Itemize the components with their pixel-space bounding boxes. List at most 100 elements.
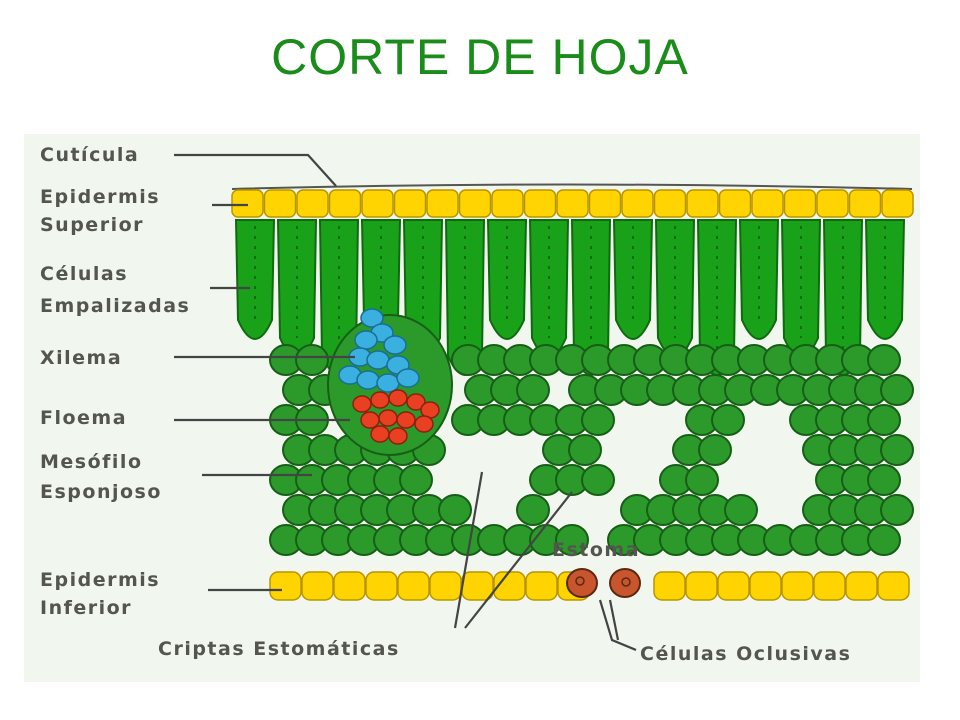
epidermis-cell <box>556 189 589 218</box>
label-epidermis-superior-2: Superior <box>40 214 144 236</box>
epidermis-cell <box>461 571 494 601</box>
page-title: CORTE DE HOJA <box>271 29 689 85</box>
epidermis-cell <box>269 571 302 601</box>
mesophyll-cell <box>711 404 745 436</box>
epidermis-cell <box>783 189 817 218</box>
xylem-cells <box>338 308 420 393</box>
label-epidermis-inferior-2: Inferior <box>40 597 132 619</box>
vascular-bundle <box>327 308 453 456</box>
phloem-cell <box>396 411 416 429</box>
phloem-cell <box>414 415 434 433</box>
epidermis-cell <box>397 571 430 601</box>
epidermis-cell <box>881 189 914 218</box>
mesophyll-cell <box>438 494 472 526</box>
spongy-mesophyll <box>269 344 914 556</box>
epidermis-cell <box>429 571 462 601</box>
upper-epidermis <box>231 189 914 218</box>
palisade-cell <box>612 219 654 340</box>
label-mesofilo-2: Esponjoso <box>40 481 162 503</box>
epidermis-cell <box>458 189 492 218</box>
epidermis-cell <box>328 189 362 218</box>
mesophyll-cell <box>516 494 550 526</box>
xylem-cell <box>354 330 378 350</box>
xylem-cell <box>360 308 384 328</box>
epidermis-cell <box>588 189 622 218</box>
phloem-cell <box>370 425 390 443</box>
cuticle-line <box>231 183 913 190</box>
epidermis-cell <box>621 189 654 218</box>
label-epidermis-superior-1: Epidermis <box>40 186 160 208</box>
epidermis-cell <box>877 571 910 601</box>
epidermis-cell <box>491 189 524 218</box>
mesophyll-cell <box>516 374 550 406</box>
epidermis-cell <box>263 189 297 218</box>
epidermis-cell <box>718 189 752 218</box>
epidermis-cell <box>333 571 366 601</box>
epidermis-cell <box>231 189 264 218</box>
mesophyll-cell <box>685 464 719 496</box>
mesophyll-cell <box>568 434 602 466</box>
mesophyll-cell <box>555 524 589 556</box>
epidermis-cell <box>685 571 718 601</box>
palisade-cell <box>738 219 780 340</box>
mesophyll-cell <box>698 434 732 466</box>
epidermis-cell <box>653 571 686 601</box>
xylem-cell <box>376 373 400 393</box>
epidermis-cell <box>301 571 334 601</box>
mesophyll-cell <box>867 464 901 496</box>
epidermis-cell <box>813 571 846 601</box>
epidermis-cell <box>525 571 558 601</box>
mesophyll-cell <box>581 464 615 496</box>
epidermis-cell <box>848 189 882 218</box>
epidermis-cell <box>686 189 719 218</box>
label-cuticula: Cutícula <box>40 144 139 166</box>
mesophyll-cell <box>880 434 914 466</box>
guard-cells <box>566 568 641 598</box>
phloem-cell <box>388 427 408 445</box>
epidermis-cell <box>816 189 849 218</box>
xylem-cell <box>356 370 380 390</box>
epidermis-cell <box>749 571 782 601</box>
label-celulas-empalizadas-2: Empalizadas <box>40 295 190 317</box>
mesophyll-cell <box>867 344 901 376</box>
palisade-cell <box>864 219 906 340</box>
mesophyll-cell <box>581 404 615 436</box>
label-celulas-empalizadas-1: Células <box>40 263 128 285</box>
epidermis-cell <box>523 189 557 218</box>
epidermis-cell <box>296 189 329 218</box>
palisade-cell <box>486 219 528 340</box>
epidermis-cell <box>361 189 394 218</box>
epidermis-cell <box>845 571 878 601</box>
label-celulas-oclusivas: Células Oclusivas <box>640 643 851 665</box>
phloem-cell <box>406 393 426 411</box>
phloem-cell <box>360 411 380 429</box>
epidermis-cell <box>393 189 427 218</box>
epidermis-cell <box>717 571 750 601</box>
mesophyll-cell <box>399 464 433 496</box>
mesophyll-cell <box>724 494 758 526</box>
xylem-cell <box>383 335 407 355</box>
palisade-cell <box>234 219 276 340</box>
lower-epidermis <box>269 571 910 601</box>
label-mesofilo-1: Mesófilo <box>40 451 143 473</box>
mesophyll-cell <box>867 404 901 436</box>
epidermis-cell <box>781 571 814 601</box>
mesophyll-cell <box>880 494 914 526</box>
mesophyll-cell <box>867 524 901 556</box>
xylem-cell <box>396 368 420 388</box>
phloem-cell <box>378 409 398 427</box>
label-estoma: Estoma <box>552 539 640 561</box>
label-xilema: Xilema <box>40 347 122 369</box>
pointer-lines <box>174 153 637 652</box>
label-epidermis-inferior-1: Epidermis <box>40 569 160 591</box>
epidermis-cell <box>426 189 459 218</box>
xylem-cell <box>366 350 390 370</box>
mesophyll-cell <box>295 344 329 376</box>
epidermis-cell <box>751 189 784 218</box>
label-floema: Floema <box>40 407 127 429</box>
phloem-cells <box>352 389 440 445</box>
mesophyll-cell <box>880 374 914 406</box>
epidermis-cell <box>653 189 687 218</box>
label-criptas-estomaticas: Criptas Estomáticas <box>158 638 400 660</box>
